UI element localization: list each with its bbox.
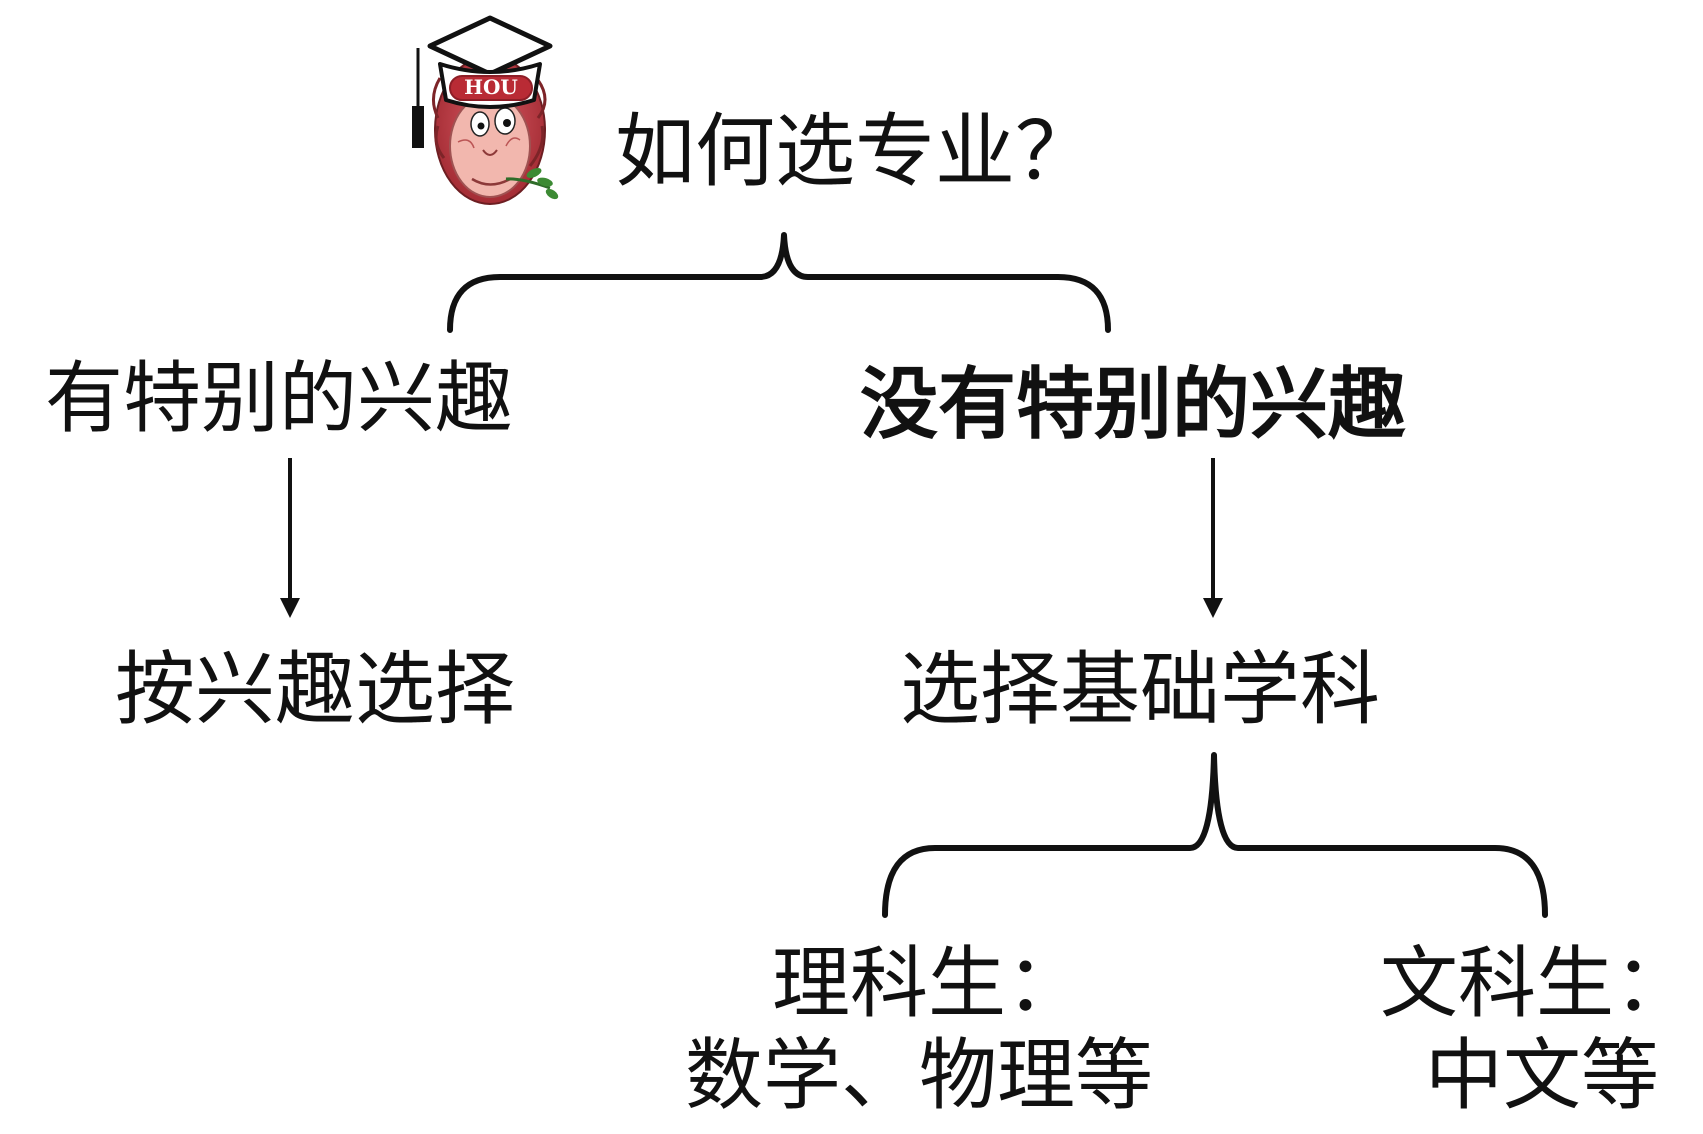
diagram-title: 如何选专业？ bbox=[615, 105, 1095, 198]
monkey-graduate-icon: HOU bbox=[410, 8, 570, 218]
right-result-label: 选择基础学科 bbox=[900, 643, 1380, 736]
arts-items: 中文等 bbox=[1425, 1031, 1660, 1121]
hou-badge-text: HOU bbox=[464, 75, 518, 99]
arts-title: 文科生： bbox=[1380, 939, 1693, 1029]
science-title: 理科生： bbox=[772, 939, 1085, 1029]
left-arrow-head bbox=[280, 598, 300, 618]
right-arrow-head bbox=[1203, 598, 1223, 618]
bottom-brace bbox=[882, 752, 1548, 918]
left-branch-label: 有特别的兴趣 bbox=[45, 354, 514, 444]
science-items: 数学、物理等 bbox=[685, 1031, 1154, 1121]
monkey-graduate-drawing: HOU bbox=[412, 15, 559, 205]
left-result-label: 按兴趣选择 bbox=[115, 643, 515, 736]
right-branch-label: 没有特别的兴趣 bbox=[860, 360, 1407, 450]
top-brace bbox=[447, 232, 1111, 333]
